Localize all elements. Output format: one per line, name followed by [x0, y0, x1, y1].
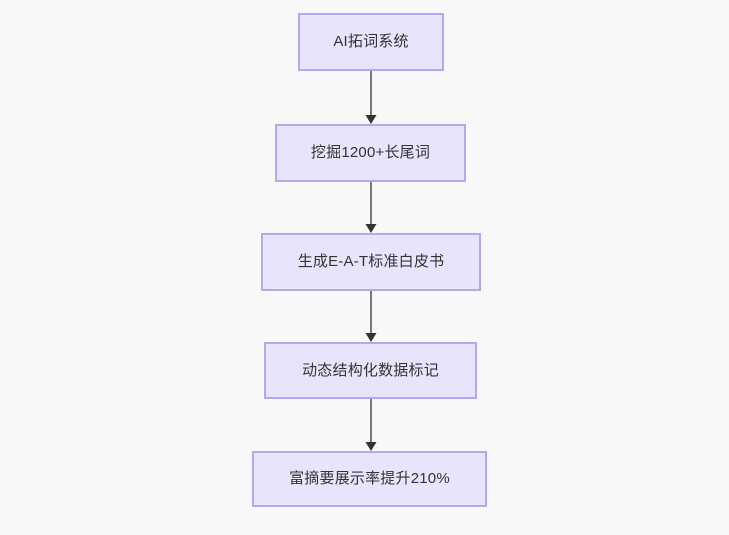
- arrow-down-icon: [365, 291, 377, 342]
- arrow-down-icon: [365, 399, 377, 451]
- flowchart-node-mine-longtail-keywords[interactable]: 挖掘1200+长尾词: [275, 124, 466, 182]
- connector-node4-node5: [363, 399, 379, 451]
- arrow-down-icon: [365, 71, 377, 124]
- node-label: 动态结构化数据标记: [302, 361, 439, 379]
- node-label: 挖掘1200+长尾词: [310, 144, 431, 161]
- connector-node1-node2: [363, 71, 379, 124]
- flowchart-node-rich-snippet-impression-lift[interactable]: 富摘要展示率提升210%: [252, 451, 487, 507]
- flowchart-node-generate-eat-whitepaper[interactable]: 生成E-A-T标准白皮书: [261, 233, 481, 291]
- flowchart-node-dynamic-structured-data-markup[interactable]: 动态结构化数据标记: [264, 342, 477, 399]
- arrow-down-icon: [365, 182, 377, 233]
- connector-node2-node3: [363, 182, 379, 233]
- flowchart-node-ai-keyword-system[interactable]: AI拓词系统: [298, 13, 444, 71]
- connector-node3-node4: [363, 291, 379, 342]
- node-label: 生成E-A-T标准白皮书: [297, 253, 445, 270]
- node-label: 富摘要展示率提升210%: [289, 470, 450, 487]
- node-label: AI拓词系统: [333, 33, 409, 50]
